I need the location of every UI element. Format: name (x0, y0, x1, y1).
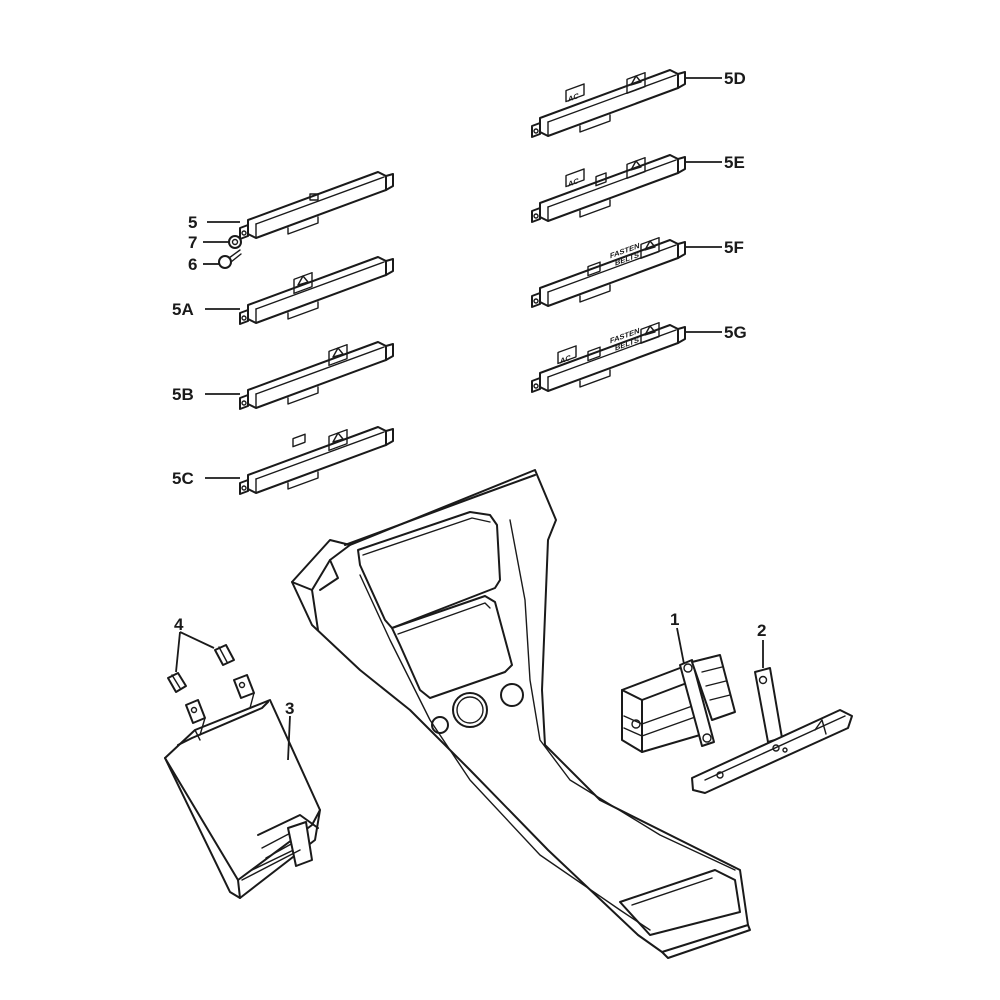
callout-5E: 5E (724, 153, 745, 172)
ac-button: AC (565, 168, 585, 189)
callout-1: 1 (670, 610, 679, 629)
switch-panel-5B (239, 341, 394, 410)
control-unit-3 (164, 674, 321, 899)
switch-panel-5D: AC (531, 69, 686, 138)
center-console (291, 469, 751, 959)
bracket-2 (691, 667, 853, 794)
button-icon (587, 346, 601, 362)
knob-left-icon (452, 692, 488, 728)
clip-4a (167, 672, 187, 693)
washer-7 (228, 235, 242, 249)
switch-panel-5F: FASTEN BELTS (531, 237, 686, 308)
callout-5: 5 (188, 213, 197, 232)
callout-2: 2 (757, 621, 766, 640)
callout-3: 3 (285, 699, 294, 718)
ac-button: AC (565, 83, 585, 104)
svg-text:AC: AC (568, 176, 579, 189)
callout-5C: 5C (172, 469, 194, 488)
leader-lines (175, 77, 764, 761)
callout-7: 7 (188, 233, 197, 252)
callout-5D: 5D (724, 69, 746, 88)
button-icon (595, 172, 607, 187)
callout-5B: 5B (172, 385, 194, 404)
switch-panel-5G: AC FASTEN BELTS (531, 322, 686, 393)
switch-panel-5 (239, 171, 394, 240)
svg-text:AC: AC (568, 91, 579, 104)
button-icon (292, 433, 306, 448)
svg-text:AC: AC (560, 353, 571, 366)
screw-6 (218, 249, 242, 269)
switch-panel-5E: AC (531, 154, 686, 223)
knob-small-icon (431, 716, 449, 734)
callout-5F: 5F (724, 238, 744, 257)
callout-4: 4 (174, 615, 184, 634)
callout-6: 6 (188, 255, 197, 274)
clip-4b (214, 644, 235, 666)
button-icon (587, 261, 601, 277)
relay-block-1 (621, 654, 736, 753)
callout-5G: 5G (724, 323, 747, 342)
knob-right-icon (500, 683, 524, 707)
ac-button: AC (557, 345, 577, 366)
switch-panel-5A (239, 256, 394, 325)
button-icon (309, 193, 319, 201)
callout-5A: 5A (172, 300, 194, 319)
switch-panel-5C (239, 426, 394, 495)
